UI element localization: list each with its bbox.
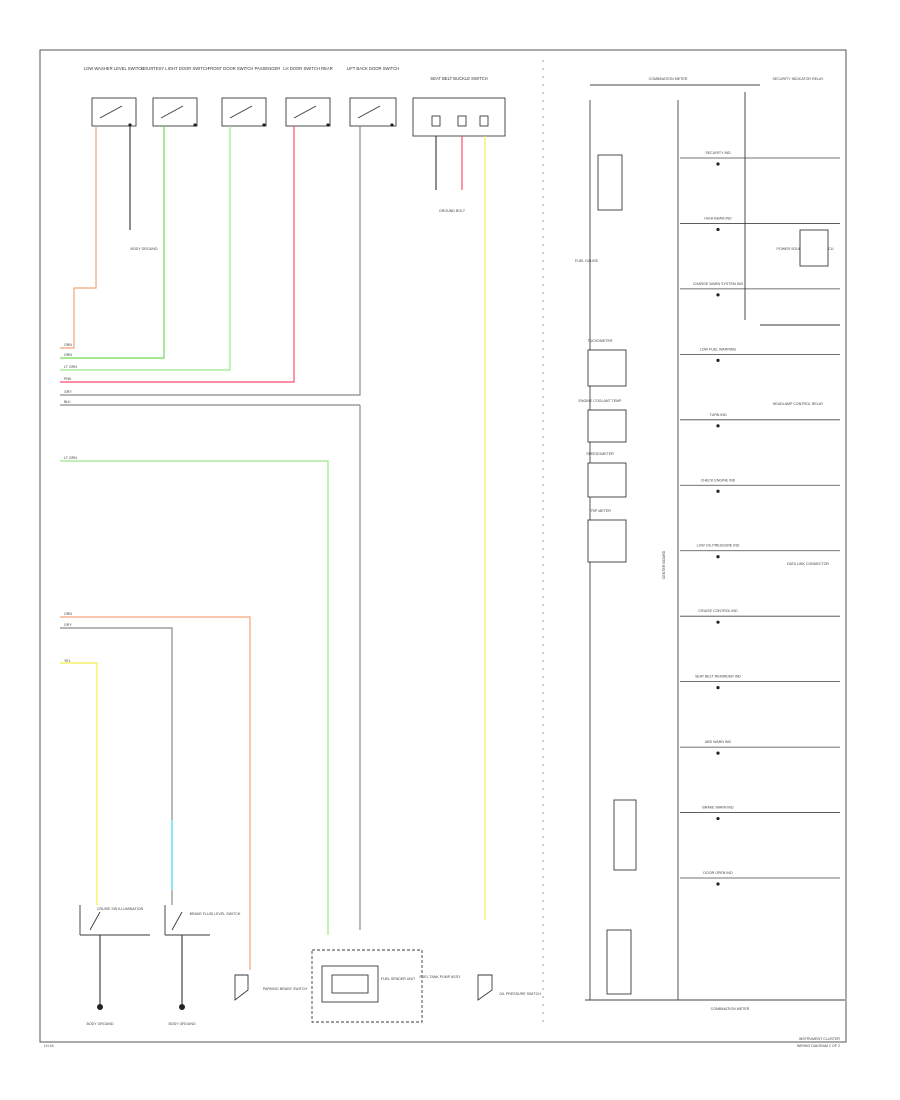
ground-label: BODY GROUND <box>86 1022 113 1026</box>
left-wire-labels: ORN GRN LT GRN PNK GRY BLK LT GRN ORN GR… <box>64 343 77 663</box>
wire-code: ORN <box>64 612 72 616</box>
component-label: FUEL TANK PUMP ASSY <box>419 975 461 979</box>
top-switch-label: LOW WASHER LEVEL SWITCH <box>84 66 145 71</box>
combination-meter: COMBINATION METER CENTER BOARD FUEL GAUG… <box>575 77 845 1011</box>
top-switch-label: SEAT BELT BUCKLE SWITCH <box>430 76 487 81</box>
indicator-lamp-icon <box>716 162 720 166</box>
component-label: FUEL SENDER UNIT <box>381 977 416 981</box>
bottom-components: CRUISE SW ILLUMINATION BRAKE FLUID LEVEL… <box>79 905 541 1026</box>
indicator-label: CHECK ENGINE IND <box>701 478 736 482</box>
indicator-label: HIGH BEAM IND <box>704 216 732 220</box>
indicator-label: SEAT BELT REMINDER IND <box>695 675 741 679</box>
top-switch-label: COURTESY LIGHT DOOR SWITCH <box>141 66 209 71</box>
indicator-label: BRAKE WARN IND <box>702 806 734 810</box>
meter-section-label: CENTER BOARD <box>662 550 666 579</box>
component-label: OIL PRESSURE SWITCH <box>499 992 541 996</box>
indicator-label: LOW OIL PRESSURE IND <box>697 544 740 548</box>
meter-inner-components: FUEL GAUGE TACHOMETER ENGINE COOLANT TEM… <box>575 154 637 995</box>
wire-code: GRY <box>64 390 72 394</box>
ground-label: BODY GROUND <box>130 247 157 251</box>
wire-code: YEL <box>64 659 71 663</box>
footer-subtitle: WIRING DIAGRAM 2 OF 2 <box>797 1044 840 1048</box>
indicator-lamp-icon <box>716 293 720 297</box>
component-label: BRAKE FLUID LEVEL SWITCH <box>190 912 241 916</box>
oil-pressure-switch: OIL PRESSURE SWITCH <box>477 974 541 1001</box>
indicator-label: ABS WARN IND <box>705 740 732 744</box>
diagram-frame <box>39 49 847 1043</box>
wire-code: LT GRN <box>64 365 77 369</box>
indicator-lamp-icon <box>716 555 720 559</box>
indicator-lamp-icon <box>716 882 720 886</box>
parking-brake-switch: PARKING BRAKE SWITCH <box>234 974 308 1001</box>
cruise-switch: CRUISE SW ILLUMINATION <box>79 905 150 936</box>
wire-code: PNK <box>64 377 72 381</box>
component-label: PARKING BRAKE SWITCH <box>263 987 308 991</box>
meter-footer-label: COMBINATION METER <box>711 1007 750 1011</box>
indicator-label: CHARGE WARN SYSTEM IND <box>693 282 744 286</box>
fuel-sender: FUEL SENDER UNIT FUEL TANK PUMP ASSY <box>311 949 461 1023</box>
component-label: CRUISE SW ILLUMINATION <box>97 907 144 911</box>
inner-component-label: TRIP METER <box>589 509 611 513</box>
inner-component-label: SPEEDOMETER <box>586 452 614 456</box>
inner-component-label: FUEL GAUGE <box>575 259 599 263</box>
meter-title: COMBINATION METER <box>649 77 688 81</box>
wire-code: GRN <box>64 353 72 357</box>
top-switch-5: LIFT BACK DOOR SWITCH <box>347 66 400 127</box>
indicator-lamp-icon <box>716 686 720 690</box>
top-switch-2: COURTESY LIGHT DOOR SWITCH <box>141 66 209 127</box>
indicator-label: LOW FUEL WARNING <box>700 347 737 351</box>
indicator-lamp-icon <box>716 816 720 821</box>
inner-component-label: ENGINE COOLANT TEMP <box>578 399 622 403</box>
top-switch-3: FRONT DOOR SWITCH PASSENGER <box>208 66 281 127</box>
indicator-label: DOOR OPEN IND <box>703 871 733 875</box>
top-switch-1: LOW WASHER LEVEL SWITCH <box>84 66 145 127</box>
right-label: DATA LINK CONNECTOR <box>787 562 829 566</box>
indicator-label: SECURITY IND <box>705 151 731 155</box>
wire-code: GRY <box>64 623 72 627</box>
top-switch-label: LIFT BACK DOOR SWITCH <box>347 66 400 71</box>
footer-left-code: LH 44 <box>44 1044 54 1048</box>
meter-right-labels: SECURITY INDICATOR RELAY HEADLAMP CONTRO… <box>772 77 833 566</box>
wire-code: BLK <box>64 400 71 404</box>
indicator-lamp-icon <box>716 620 720 624</box>
top-switch-label: FRONT DOOR SWITCH PASSENGER <box>208 66 281 71</box>
footer-title: INSTRUMENT CLUSTER <box>799 1037 841 1041</box>
indicator-label: TURN IND <box>709 413 727 417</box>
right-label: SECURITY INDICATOR RELAY <box>772 77 824 81</box>
right-label: HEADLAMP CONTROL RELAY <box>773 402 824 406</box>
wire-code: ORN <box>64 343 72 347</box>
top-wires <box>60 126 486 930</box>
wire-code: LT GRN <box>64 456 77 460</box>
top-switch-label: LH DOOR SWITCH REAR <box>283 66 333 71</box>
indicator-lamp-icon <box>716 489 720 493</box>
indicator-label: CRUISE CONTROL IND <box>698 609 738 613</box>
ground-label: GROUND BOLT <box>439 209 466 213</box>
brake-fluid-switch: BRAKE FLUID LEVEL SWITCH <box>164 905 241 936</box>
lower-wires <box>60 460 329 1010</box>
indicator-lamp-icon <box>716 358 720 362</box>
indicator-lamp-icon <box>716 424 720 428</box>
indicator-lamp-icon <box>716 751 720 755</box>
top-switch-row: LOW WASHER LEVEL SWITCH COURTESY LIGHT D… <box>84 66 506 137</box>
top-switch-4: LH DOOR SWITCH REAR <box>283 66 333 127</box>
top-switch-6: SEAT BELT BUCKLE SWITCH <box>412 76 506 137</box>
indicator-rows: SECURITY IND HIGH BEAM IND CHARGE WARN SYS… <box>680 151 840 886</box>
ground-label: BODY GROUND <box>168 1022 195 1026</box>
inner-component-label: TACHOMETER <box>588 339 613 343</box>
indicator-lamp-icon <box>716 227 720 232</box>
